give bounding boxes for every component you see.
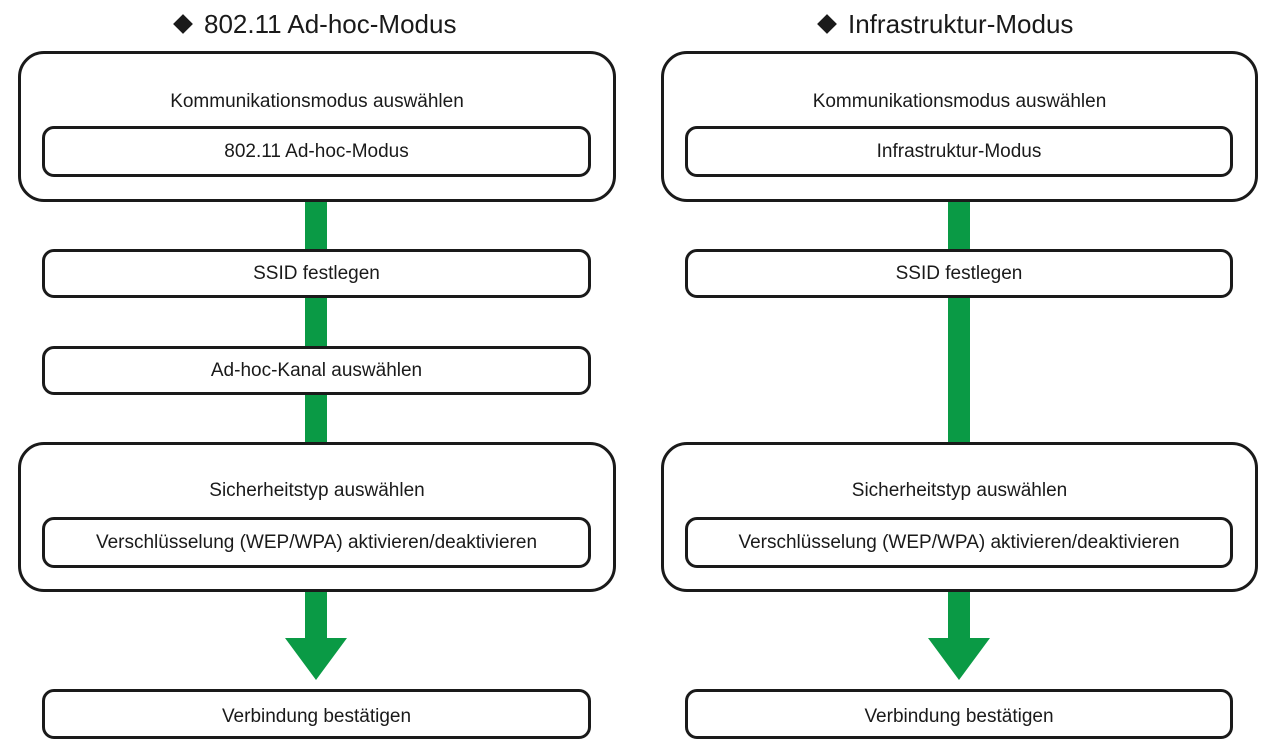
left-mode-group-title: Kommunikationsmodus auswählen [170, 91, 464, 112]
left-heading-text: 802.11 Ad-hoc-Modus [204, 9, 457, 39]
left-connector-1 [305, 202, 327, 249]
right-arrow-shaft [948, 592, 970, 640]
flowchart: 802.11 Ad-hoc-Modus Kommunikationsmodus … [18, 6, 1258, 739]
left-security-group-title: Sicherheitstyp auswählen [209, 480, 425, 501]
left-ssid-box: SSID festlegen [42, 249, 591, 298]
left-connector-2 [305, 298, 327, 346]
left-heading: 802.11 Ad-hoc-Modus [173, 6, 457, 42]
diamond-bullet-icon [173, 14, 193, 34]
left-arrow-shaft [305, 592, 327, 640]
right-heading-text: Infrastruktur-Modus [848, 9, 1074, 39]
left-channel-box: Ad-hoc-Kanal auswählen [42, 346, 591, 395]
left-connector-3 [305, 395, 327, 442]
right-connector-1 [948, 202, 970, 249]
right-result-box: Verbindung bestätigen [685, 689, 1233, 739]
diamond-bullet-icon [817, 14, 837, 34]
left-result-box: Verbindung bestätigen [42, 689, 591, 739]
left-mode-box: 802.11 Ad-hoc-Modus [42, 126, 591, 177]
right-security-group-title: Sicherheitstyp auswählen [851, 480, 1068, 501]
right-ssid-box: SSID festlegen [685, 249, 1233, 298]
right-arrow-down-icon [928, 638, 990, 680]
left-arrow-down-icon [285, 638, 347, 680]
right-connector-2 [948, 298, 970, 442]
right-mode-box: Infrastruktur-Modus [685, 126, 1233, 177]
right-heading: Infrastruktur-Modus [817, 6, 1074, 42]
left-security-box: Verschlüsselung (WEP/WPA) aktivieren/dea… [42, 517, 591, 568]
right-security-box: Verschlüsselung (WEP/WPA) aktivieren/dea… [685, 517, 1233, 568]
right-mode-group-title: Kommunikationsmodus auswählen [812, 91, 1107, 112]
